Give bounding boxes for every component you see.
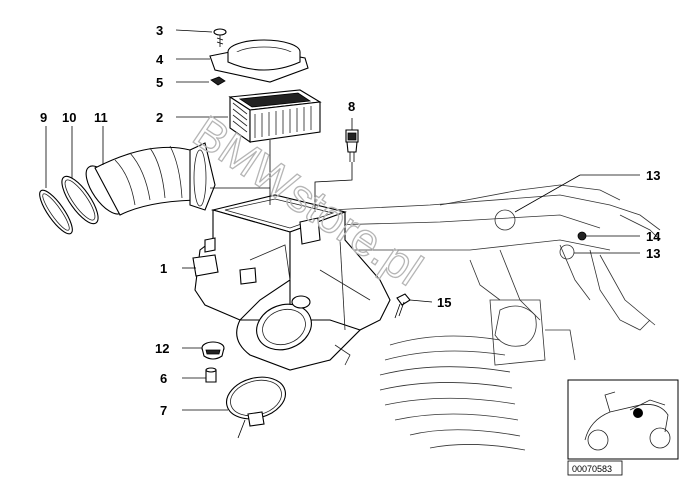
callout-labels: 3 4 5 2 8 9 10 11 1 12 6 7 13 14 13 15	[40, 23, 661, 418]
leader-lines	[45, 29, 640, 411]
part-nut	[210, 76, 226, 86]
callout-8: 8	[348, 99, 355, 114]
callout-7: 7	[160, 403, 167, 418]
callout-4: 4	[156, 52, 164, 67]
callout-9: 9	[40, 110, 47, 125]
doc-id: 00070583	[572, 464, 612, 474]
part-clamp-9	[39, 189, 73, 235]
frame-background	[329, 184, 661, 451]
part-grommet	[205, 367, 217, 383]
callout-13-bottom: 13	[646, 246, 660, 261]
part-screw	[213, 28, 227, 47]
part-air-box	[192, 194, 391, 371]
callout-5: 5	[156, 75, 163, 90]
part-intake-hose	[85, 142, 216, 216]
inset-thumbnail: 00070583	[567, 379, 679, 476]
part-grommet-14	[577, 231, 587, 241]
callout-2: 2	[156, 110, 163, 125]
callout-11: 11	[94, 110, 108, 125]
location-marker-icon	[633, 408, 643, 418]
part-sensor	[345, 129, 359, 162]
callout-15: 15	[437, 295, 451, 310]
part-bolt	[394, 293, 411, 319]
callout-13-top: 13	[646, 168, 660, 183]
callout-12: 12	[155, 341, 169, 356]
part-hose-clamp	[226, 376, 286, 439]
callout-14: 14	[646, 229, 661, 244]
part-flange	[209, 39, 309, 83]
callout-1: 1	[160, 261, 167, 276]
part-ring-10	[61, 175, 99, 225]
callout-6: 6	[160, 371, 167, 386]
part-air-filter	[228, 89, 322, 144]
part-clip	[201, 341, 225, 360]
callout-3: 3	[156, 23, 163, 38]
callout-10: 10	[62, 110, 76, 125]
